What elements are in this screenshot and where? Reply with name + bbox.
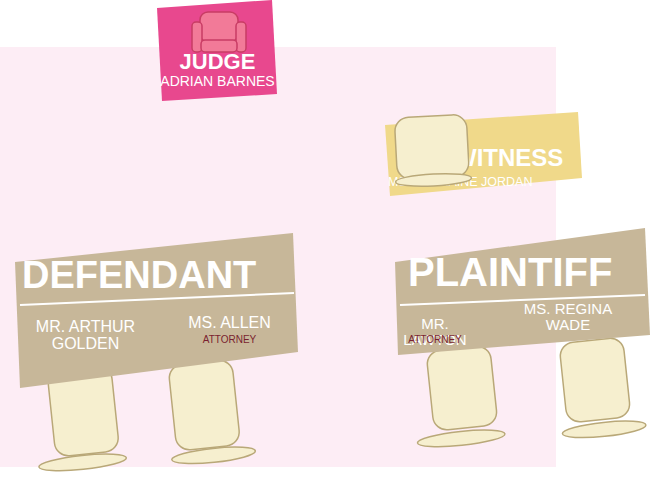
role-title: PLAINTIFF	[408, 251, 648, 294]
plaintiff-table: PLAINTIFFMR. LAWTONATTORNEYMS. REGINA WA…	[390, 215, 655, 360]
chair	[162, 357, 256, 466]
judge-bench: JUDGEADRIAN BARNES	[150, 0, 285, 105]
role-note: ATTORNEY	[402, 335, 468, 346]
person-name: MR. ARTHUR GOLDEN	[28, 318, 143, 353]
person-name: MS. ALLEN	[182, 314, 277, 331]
witness-chair	[392, 114, 472, 188]
role-title: DEFENDANT	[22, 255, 297, 296]
judge-chair	[192, 12, 246, 52]
chair	[553, 335, 647, 440]
person-name: MS. LORRAINE JORDAN	[388, 176, 558, 190]
chair	[408, 344, 506, 450]
role-title: WITNESS	[454, 145, 584, 171]
person-name: ADRIAN BARNES	[150, 74, 285, 89]
role-title: JUDGE	[160, 50, 275, 74]
defendant-table: DEFENDANT MR. ARTHUR GOLDEN MS. ALLEN ATTOR…	[10, 225, 305, 390]
witness-stand: WITNESS MS. LORRAINE JORDAN	[380, 105, 590, 200]
role-note: ATTORNEY	[182, 335, 277, 346]
node-fill	[15, 233, 298, 388]
person-name: MS. REGINA WADE	[518, 301, 618, 333]
node-fill	[395, 228, 650, 355]
node-outline	[10, 225, 305, 390]
